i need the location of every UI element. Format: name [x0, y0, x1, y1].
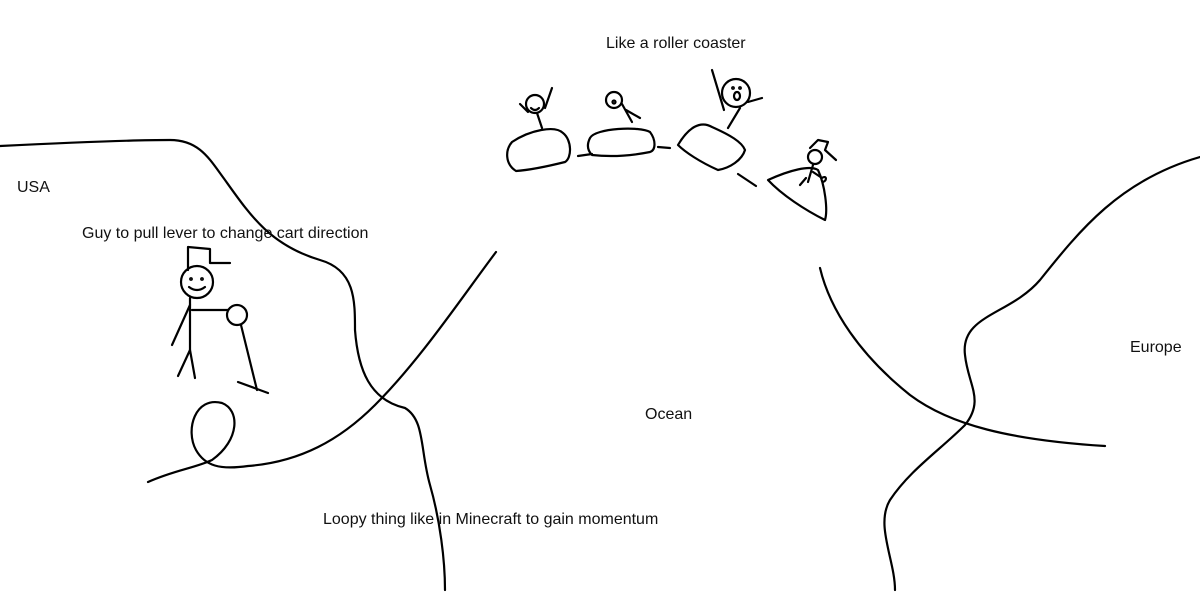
- label-ocean: Ocean: [645, 406, 693, 423]
- label-loop: Loopy thing like in Minecraft to gain mo…: [323, 511, 659, 528]
- cart-3-icon: [676, 123, 747, 172]
- label-usa: USA: [17, 179, 50, 196]
- label-europe: Europe: [1130, 339, 1182, 356]
- rider-2: [604, 90, 642, 124]
- track-descent: [818, 266, 1107, 448]
- europe-coastline: [883, 155, 1200, 592]
- lever-knob-icon: [225, 303, 249, 327]
- cart-1-icon: [506, 128, 572, 173]
- lever-guy: [170, 245, 270, 395]
- cart-2-icon: [586, 127, 656, 158]
- rider-3: [710, 68, 764, 130]
- usa-coastline: [0, 138, 447, 592]
- rider-4: [798, 138, 838, 187]
- rider-1: [518, 86, 554, 130]
- lever-handle-icon: [239, 323, 259, 392]
- label-lever-guy: Guy to pull lever to change cart directi…: [82, 225, 369, 242]
- cart-4-icon: [766, 166, 828, 222]
- lever-guy-head-icon: [179, 264, 215, 300]
- lever-guy-hat-icon: [186, 245, 232, 272]
- track-loop: [146, 250, 498, 484]
- roller-coaster-train: [506, 68, 838, 222]
- label-roller-coaster: Like a roller coaster: [606, 35, 746, 52]
